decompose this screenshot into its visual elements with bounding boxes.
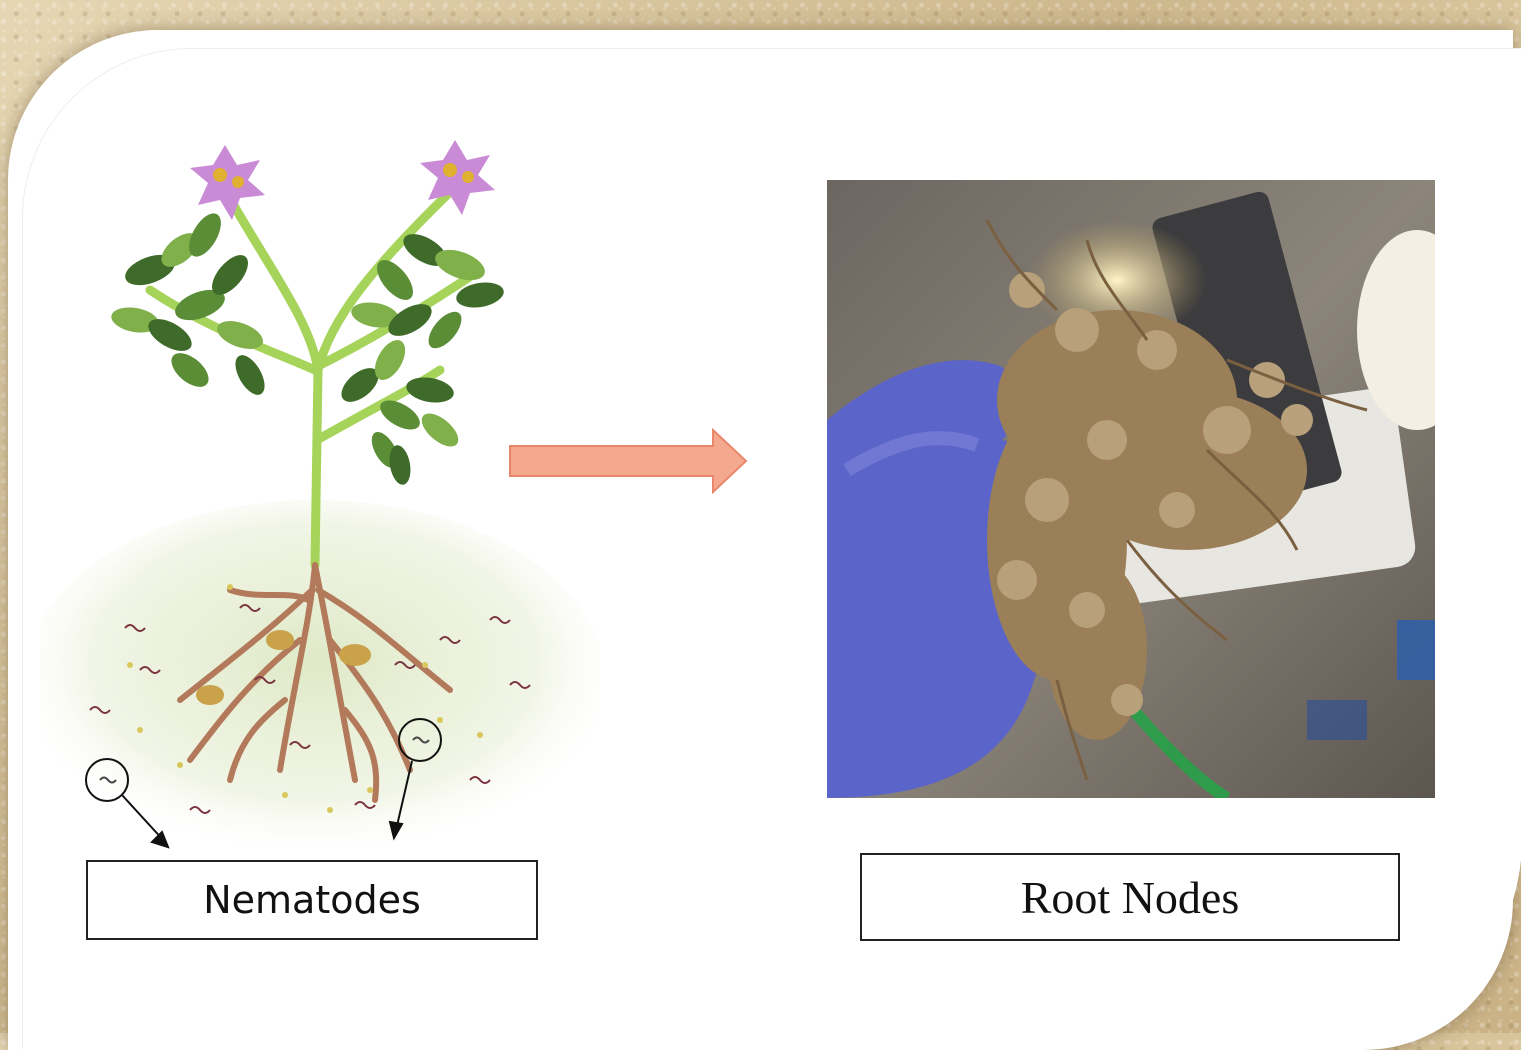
soil-glow [40,500,600,860]
root-nodes-label: Root Nodes [860,853,1400,941]
infected-root-photo [827,180,1435,798]
nematodes-label-text: Nematodes [203,878,421,922]
root-nodes-label-text: Root Nodes [1021,871,1240,924]
right-arrow-icon [508,428,748,494]
flower-left-icon [190,145,265,220]
nematodes-label: Nematodes [86,860,538,940]
flower-right-icon [420,140,495,215]
